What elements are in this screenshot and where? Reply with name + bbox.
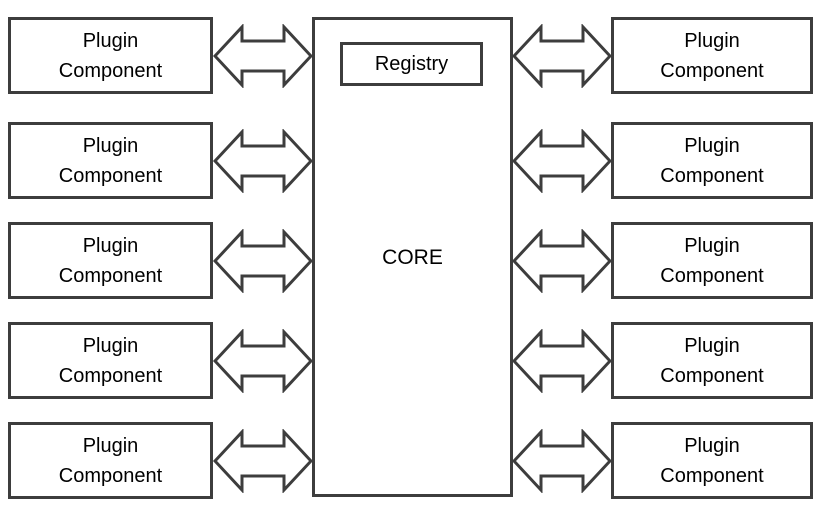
left-plugin-label-4: Plugin Component [58,334,163,387]
bidirectional-arrow-right-4-icon [512,328,612,393]
left-plugin-box-2: Plugin Component [8,122,213,199]
right-plugin-label-3: Plugin Component [660,234,764,287]
right-plugin-label-2: Plugin Component [660,134,764,187]
left-plugin-box-5: Plugin Component [8,422,213,499]
core-label: CORE [382,246,443,269]
right-plugin-box-4: Plugin Component [611,322,813,399]
bidirectional-arrow-right-5-icon [512,428,612,493]
left-plugin-box-4: Plugin Component [8,322,213,399]
bidirectional-arrow-left-1-icon [213,23,313,88]
right-plugin-box-3: Plugin Component [611,222,813,299]
left-plugin-label-5: Plugin Component [58,434,163,487]
bidirectional-arrow-right-2-icon [512,128,612,193]
registry-box: Registry [340,42,483,86]
bidirectional-arrow-left-2-icon [213,128,313,193]
bidirectional-arrow-right-3-icon [512,228,612,293]
right-plugin-box-1: Plugin Component [611,17,813,94]
right-plugin-label-5: Plugin Component [660,434,764,487]
right-plugin-box-5: Plugin Component [611,422,813,499]
right-plugin-label-1: Plugin Component [660,29,764,82]
bidirectional-arrow-left-5-icon [213,428,313,493]
left-plugin-box-3: Plugin Component [8,222,213,299]
left-plugin-label-2: Plugin Component [58,134,163,187]
bidirectional-arrow-left-3-icon [213,228,313,293]
bidirectional-arrow-right-1-icon [512,23,612,88]
left-plugin-label-3: Plugin Component [58,234,163,287]
right-plugin-label-4: Plugin Component [660,334,764,387]
right-plugin-box-2: Plugin Component [611,122,813,199]
core-box: Registry CORE [312,17,513,497]
left-plugin-label-1: Plugin Component [58,29,163,82]
registry-label: Registry [374,52,449,75]
bidirectional-arrow-left-4-icon [213,328,313,393]
left-plugin-box-1: Plugin Component [8,17,213,94]
